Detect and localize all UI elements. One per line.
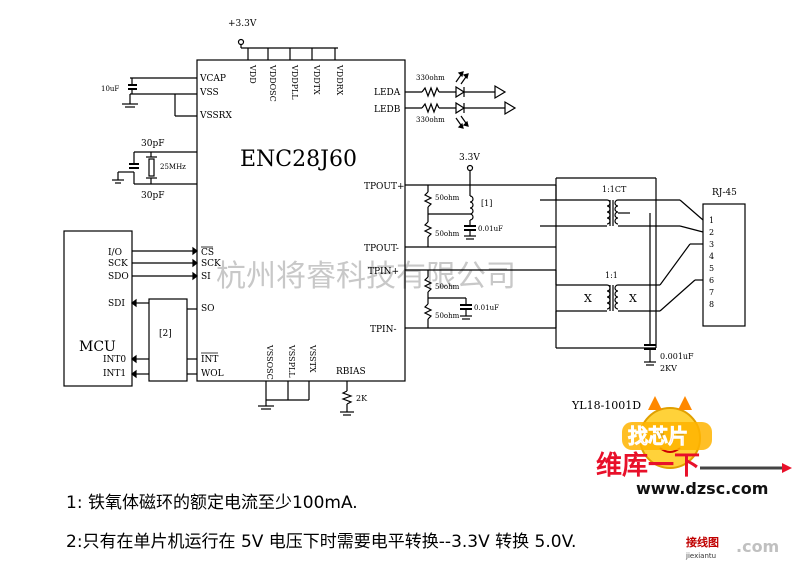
term-res-3-label: 50ohm [435, 283, 460, 291]
level-shift-block [148, 298, 188, 382]
svg-text:X: X [584, 292, 592, 305]
logo-url: www.dzsc.com [636, 479, 768, 498]
rj45-pin-8: 8 [709, 300, 714, 309]
term-res-2-label: 50ohm [435, 230, 460, 238]
rj45-pin-2: 2 [709, 228, 714, 237]
pin-vddrx: VDDRX [335, 64, 344, 96]
mcu-pin-sdi: SDI [108, 299, 125, 309]
rx-coil-primary [606, 284, 611, 310]
watermark: 杭州将睿科技有限公司 [216, 259, 516, 294]
note-2: 2:只有在单片机运行在 5V 电压下时需要电平转换--3.3V 转换 5.0V. [66, 532, 576, 552]
rj45-pin-3: 3 [709, 240, 714, 249]
crystal-cap-top-label: 30pF [141, 139, 164, 149]
term-cap-1-label: 0.01uF [478, 225, 503, 233]
term-res-1-label: 50ohm [435, 194, 460, 202]
rj45-pin-5: 5 [709, 264, 714, 273]
rj45-pin-1: 1 [709, 216, 714, 225]
transformer-module [555, 177, 657, 349]
pin-vddpll: VDDPLL [290, 64, 299, 100]
bubble-badge [622, 422, 712, 450]
rj45-connector [702, 203, 746, 327]
level-shift-label: [2] [159, 329, 172, 339]
top-rail-label: +3.3V [228, 19, 257, 29]
crystal-symbol [148, 158, 155, 177]
pin-vssosc: VSSOSC [265, 344, 274, 380]
rj45-pin-6: 6 [709, 276, 714, 285]
pin-tpout-plus: TPOUT+ [364, 182, 405, 192]
rbias-resistor-label: 2K [356, 394, 368, 403]
pin-int: INT [201, 355, 218, 365]
pin-cs: CS [201, 248, 214, 258]
transformer-part-label: YL18-1001D [571, 399, 641, 412]
tx-coil-primary [606, 199, 611, 225]
pin-vsstx: VSSTX [308, 344, 317, 373]
small-brand-cn: 接线图 [686, 535, 719, 549]
pin-ledb: LEDB [374, 105, 401, 115]
ferrite-note: [1] [481, 199, 492, 208]
bubble-text: 找芯片 [628, 424, 688, 448]
crystal-cap-bottom-label: 30pF [141, 191, 164, 201]
hv-rating-label: 2KV [660, 364, 677, 373]
mid-rail-label: 3.3V [459, 153, 480, 163]
rx-coil-secondary [614, 284, 619, 310]
pin-leda: LEDA [374, 88, 401, 98]
mcu-name: MCU [79, 339, 116, 355]
mcu-pin-sdo: SDO [108, 272, 129, 282]
term-res-4-label: 50ohm [435, 312, 460, 320]
pin-vcap: VCAP [199, 74, 226, 84]
mcu-block [63, 230, 133, 387]
led-b-res-label: 330ohm [416, 116, 445, 124]
pin-tpin-minus: TPIN- [370, 325, 397, 335]
mcu-pin-io: I/O [108, 248, 122, 258]
pin-vsspll: VSSPLL [287, 344, 296, 378]
hv-cap-label: 0.001uF [660, 352, 694, 361]
mcu-pin-int0: INT0 [103, 355, 126, 365]
rj45-pin-4: 4 [709, 252, 714, 261]
led-b-symbol [455, 101, 466, 115]
tx-coil-secondary [614, 199, 619, 225]
enc28j60-chip [196, 59, 406, 382]
logo-title: 维库一下 [596, 450, 700, 481]
rj45-name: RJ-45 [712, 188, 737, 198]
pin-tpout-minus: TPOUT- [364, 244, 399, 254]
rj45-pin-7: 7 [709, 288, 714, 297]
tx-ratio-label: 1:1CT [602, 185, 627, 194]
pin-wol: WOL [201, 369, 224, 379]
chip-name: ENC28J60 [240, 147, 357, 172]
pin-vddtx: VDDTX [312, 64, 321, 95]
mcu-pin-sck: SCK [108, 259, 128, 269]
mcu-pin-int1: INT1 [103, 369, 126, 379]
term-cap-2-label: 0.01uF [474, 304, 499, 312]
small-brand-tld: .com [736, 537, 779, 556]
led-a-res-label: 330ohm [416, 74, 445, 82]
small-brand: jiexiantu [685, 552, 716, 560]
pin-tpin-plus: TPIN+ [368, 267, 399, 277]
led-a-symbol [455, 85, 466, 99]
vcap-cap-label: 10uF [101, 85, 119, 93]
pin-vssrx: VSSRX [199, 111, 232, 121]
pin-so: SO [201, 304, 215, 314]
crystal-label: 25MHz [160, 163, 186, 171]
pin-rbias: RBIAS [336, 367, 366, 377]
pin-vss: VSS [199, 88, 219, 98]
rx-ratio-label: 1:1 [605, 271, 618, 280]
note-1: 1: 铁氧体磁环的额定电流至少100mA. [66, 493, 358, 513]
svg-text:X: X [629, 292, 637, 305]
pin-vddosc: VDDOSC [268, 64, 277, 102]
pin-si: SI [201, 272, 211, 282]
pin-sck: SCK [201, 259, 221, 269]
pin-vdd: VDD [248, 64, 257, 84]
